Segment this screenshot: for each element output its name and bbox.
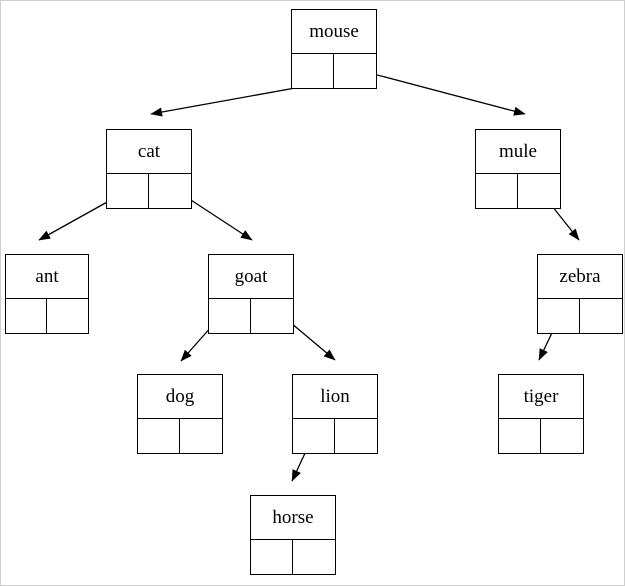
tree-node-lion[interactable]: lion <box>292 374 378 454</box>
tree-node-mouse[interactable]: mouse <box>291 9 377 89</box>
left-pointer-cell-cat[interactable] <box>107 174 149 208</box>
right-pointer-cell-lion[interactable] <box>335 419 377 453</box>
node-label-goat: goat <box>209 255 293 299</box>
left-pointer-cell-horse[interactable] <box>251 540 293 574</box>
left-pointer-cell-goat[interactable] <box>209 299 251 333</box>
node-pointers-zebra <box>538 299 622 333</box>
tree-node-dog[interactable]: dog <box>137 374 223 454</box>
tree-node-zebra[interactable]: zebra <box>537 254 623 334</box>
node-label-dog: dog <box>138 375 222 419</box>
node-label-mouse: mouse <box>292 10 376 54</box>
node-pointers-lion <box>293 419 377 453</box>
tree-node-goat[interactable]: goat <box>208 254 294 334</box>
tree-node-tiger[interactable]: tiger <box>498 374 584 454</box>
right-pointer-cell-goat[interactable] <box>251 299 293 333</box>
right-pointer-cell-mouse[interactable] <box>334 54 376 88</box>
tree-node-ant[interactable]: ant <box>5 254 89 334</box>
node-pointers-ant <box>6 299 88 333</box>
node-label-horse: horse <box>251 496 335 540</box>
node-pointers-dog <box>138 419 222 453</box>
left-pointer-cell-mouse[interactable] <box>292 54 334 88</box>
node-pointers-horse <box>251 540 335 574</box>
node-pointers-mule <box>476 174 560 208</box>
right-pointer-cell-cat[interactable] <box>149 174 191 208</box>
node-label-tiger: tiger <box>499 375 583 419</box>
right-pointer-cell-dog[interactable] <box>180 419 222 453</box>
left-pointer-cell-mule[interactable] <box>476 174 518 208</box>
right-pointer-cell-tiger[interactable] <box>541 419 583 453</box>
left-pointer-cell-lion[interactable] <box>293 419 335 453</box>
node-pointers-cat <box>107 174 191 208</box>
node-label-lion: lion <box>293 375 377 419</box>
right-pointer-cell-zebra[interactable] <box>580 299 622 333</box>
tree-node-cat[interactable]: cat <box>106 129 192 209</box>
right-pointer-cell-ant[interactable] <box>47 299 88 333</box>
tree-node-horse[interactable]: horse <box>250 495 336 575</box>
node-label-cat: cat <box>107 130 191 174</box>
node-label-ant: ant <box>6 255 88 299</box>
right-pointer-cell-mule[interactable] <box>518 174 560 208</box>
tree-node-mule[interactable]: mule <box>475 129 561 209</box>
node-pointers-mouse <box>292 54 376 88</box>
node-label-zebra: zebra <box>538 255 622 299</box>
left-pointer-cell-zebra[interactable] <box>538 299 580 333</box>
right-pointer-cell-horse[interactable] <box>293 540 335 574</box>
node-pointers-tiger <box>499 419 583 453</box>
node-pointers-goat <box>209 299 293 333</box>
node-label-mule: mule <box>476 130 560 174</box>
left-pointer-cell-ant[interactable] <box>6 299 47 333</box>
left-pointer-cell-tiger[interactable] <box>499 419 541 453</box>
left-pointer-cell-dog[interactable] <box>138 419 180 453</box>
